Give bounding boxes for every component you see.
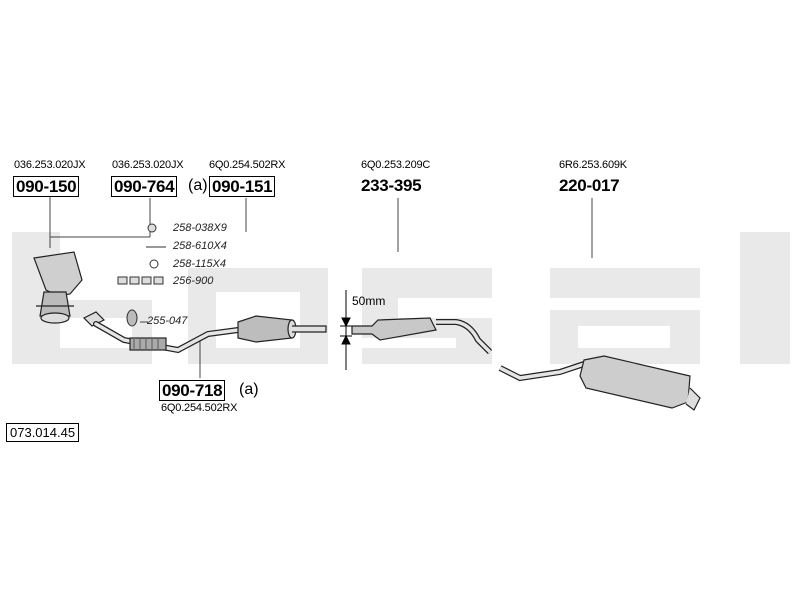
part-ref: 6Q0.254.502RX (209, 159, 286, 171)
gasket-icon (117, 276, 164, 285)
part-code-button[interactable]: 090-764 (111, 176, 178, 197)
rear-silencer-part (498, 355, 701, 411)
rubber-mount-icon (126, 309, 138, 327)
hardware-code[interactable]: 255-047 (147, 315, 188, 327)
washer-icon (149, 259, 159, 269)
dimension-marker (340, 290, 352, 370)
part-code-button[interactable]: 090-718 (159, 380, 226, 401)
part-ref: 6R6.253.609K (559, 159, 627, 171)
hardware-code[interactable]: 258-610X4 (173, 240, 227, 252)
part-code-button[interactable]: 220-017 (559, 176, 620, 195)
catalog-number: 073.014.45 (6, 423, 80, 442)
part-ref: 6Q0.254.502RX (161, 402, 238, 414)
manifold-part (33, 251, 83, 324)
centre-silencer-part (351, 317, 493, 355)
part-ref: 6Q0.253.209C (361, 159, 431, 171)
part-code-button[interactable]: 090-151 (209, 176, 276, 197)
part-suffix: (a) (239, 381, 259, 398)
part-code-button[interactable]: 233-395 (361, 176, 422, 195)
dimension-label: 50mm (352, 294, 386, 308)
part-code-button[interactable]: 090-150 (13, 176, 80, 197)
part-suffix: (a) (188, 177, 208, 194)
hardware-code[interactable]: 256-900 (173, 275, 214, 287)
hardware-code[interactable]: 258-038X9 (173, 222, 227, 234)
part-ref: 036.253.020JX (14, 159, 86, 171)
catalyst-part (237, 315, 327, 343)
nut-icon (147, 223, 157, 233)
hardware-code[interactable]: 258-115X4 (173, 258, 227, 270)
part-ref: 036.253.020JX (112, 159, 184, 171)
front-pipe-part (82, 311, 241, 354)
